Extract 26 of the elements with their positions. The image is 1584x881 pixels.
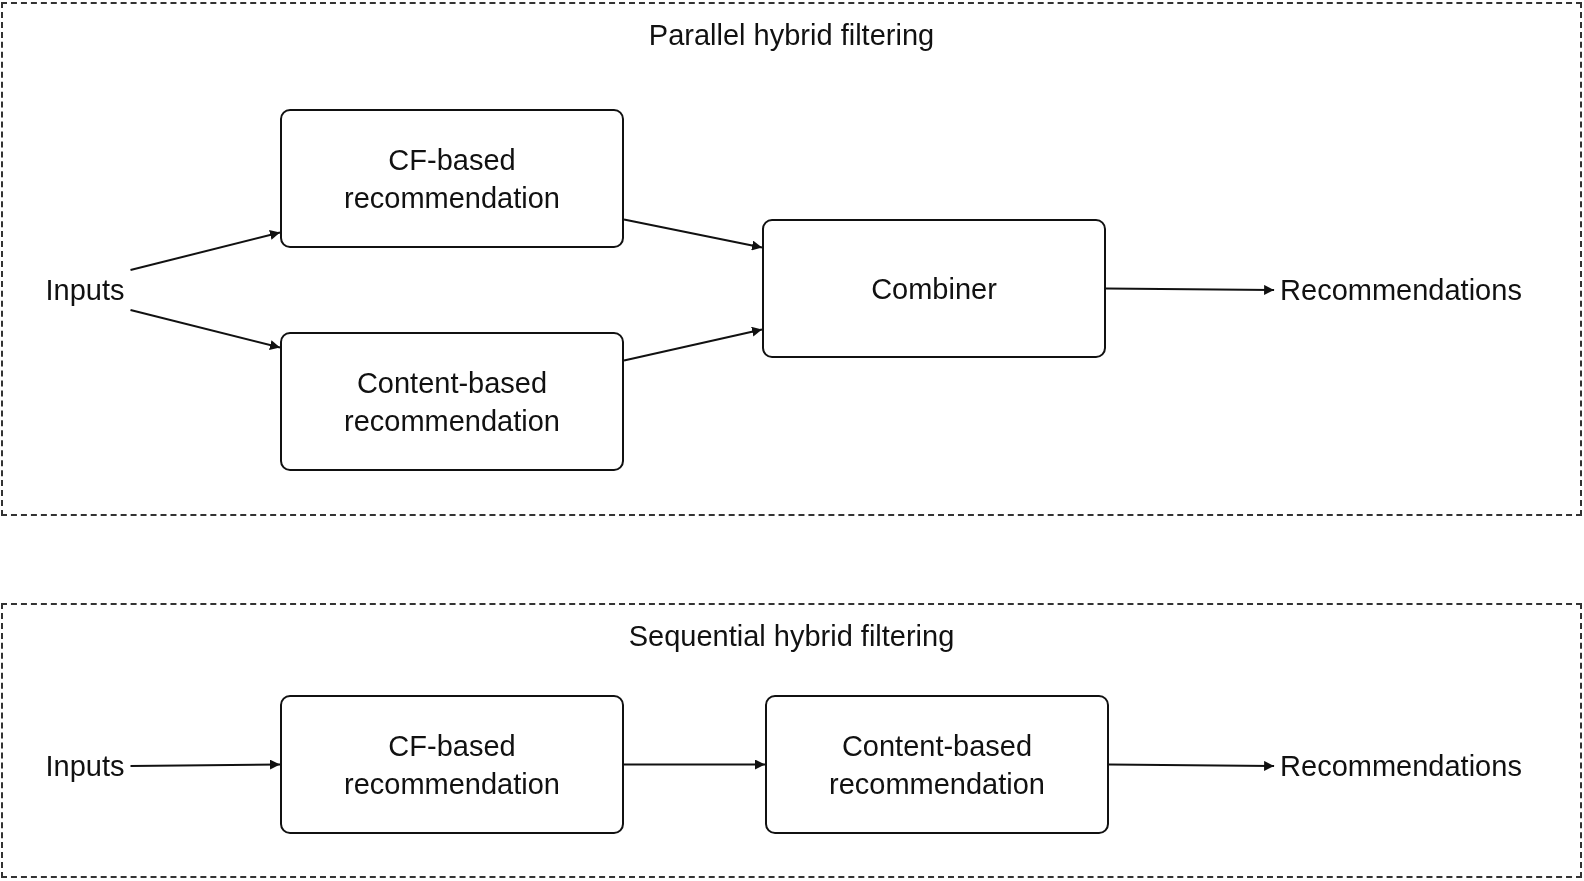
flow-endpoint-label: Recommendations	[1280, 273, 1522, 308]
box-label: CF-based recommendation	[343, 142, 561, 216]
arrow	[1105, 284, 1276, 295]
arrow	[1108, 760, 1276, 771]
arrow	[623, 218, 763, 251]
arrow	[623, 759, 766, 770]
process-box	[280, 695, 624, 834]
process-box	[765, 695, 1109, 834]
arrow	[129, 309, 281, 350]
dashed-group-frame	[1, 2, 1582, 516]
flow-endpoint-label: Inputs	[45, 273, 125, 308]
process-box	[762, 219, 1106, 358]
group-title: Parallel hybrid filtering	[648, 18, 935, 53]
box-label: Combiner	[871, 271, 997, 307]
arrow	[129, 230, 281, 271]
process-box	[280, 332, 624, 471]
arrow	[623, 326, 763, 362]
box-label: Content-based recommendation	[828, 728, 1046, 802]
box-label: Content-based recommendation	[343, 365, 561, 439]
process-box	[280, 109, 624, 248]
dashed-group-frame	[1, 603, 1582, 878]
flow-endpoint-label: Recommendations	[1280, 749, 1522, 784]
arrow	[129, 759, 281, 770]
group-title: Sequential hybrid filtering	[628, 619, 955, 654]
box-label: CF-based recommendation	[343, 728, 561, 802]
flow-endpoint-label: Inputs	[45, 749, 125, 784]
